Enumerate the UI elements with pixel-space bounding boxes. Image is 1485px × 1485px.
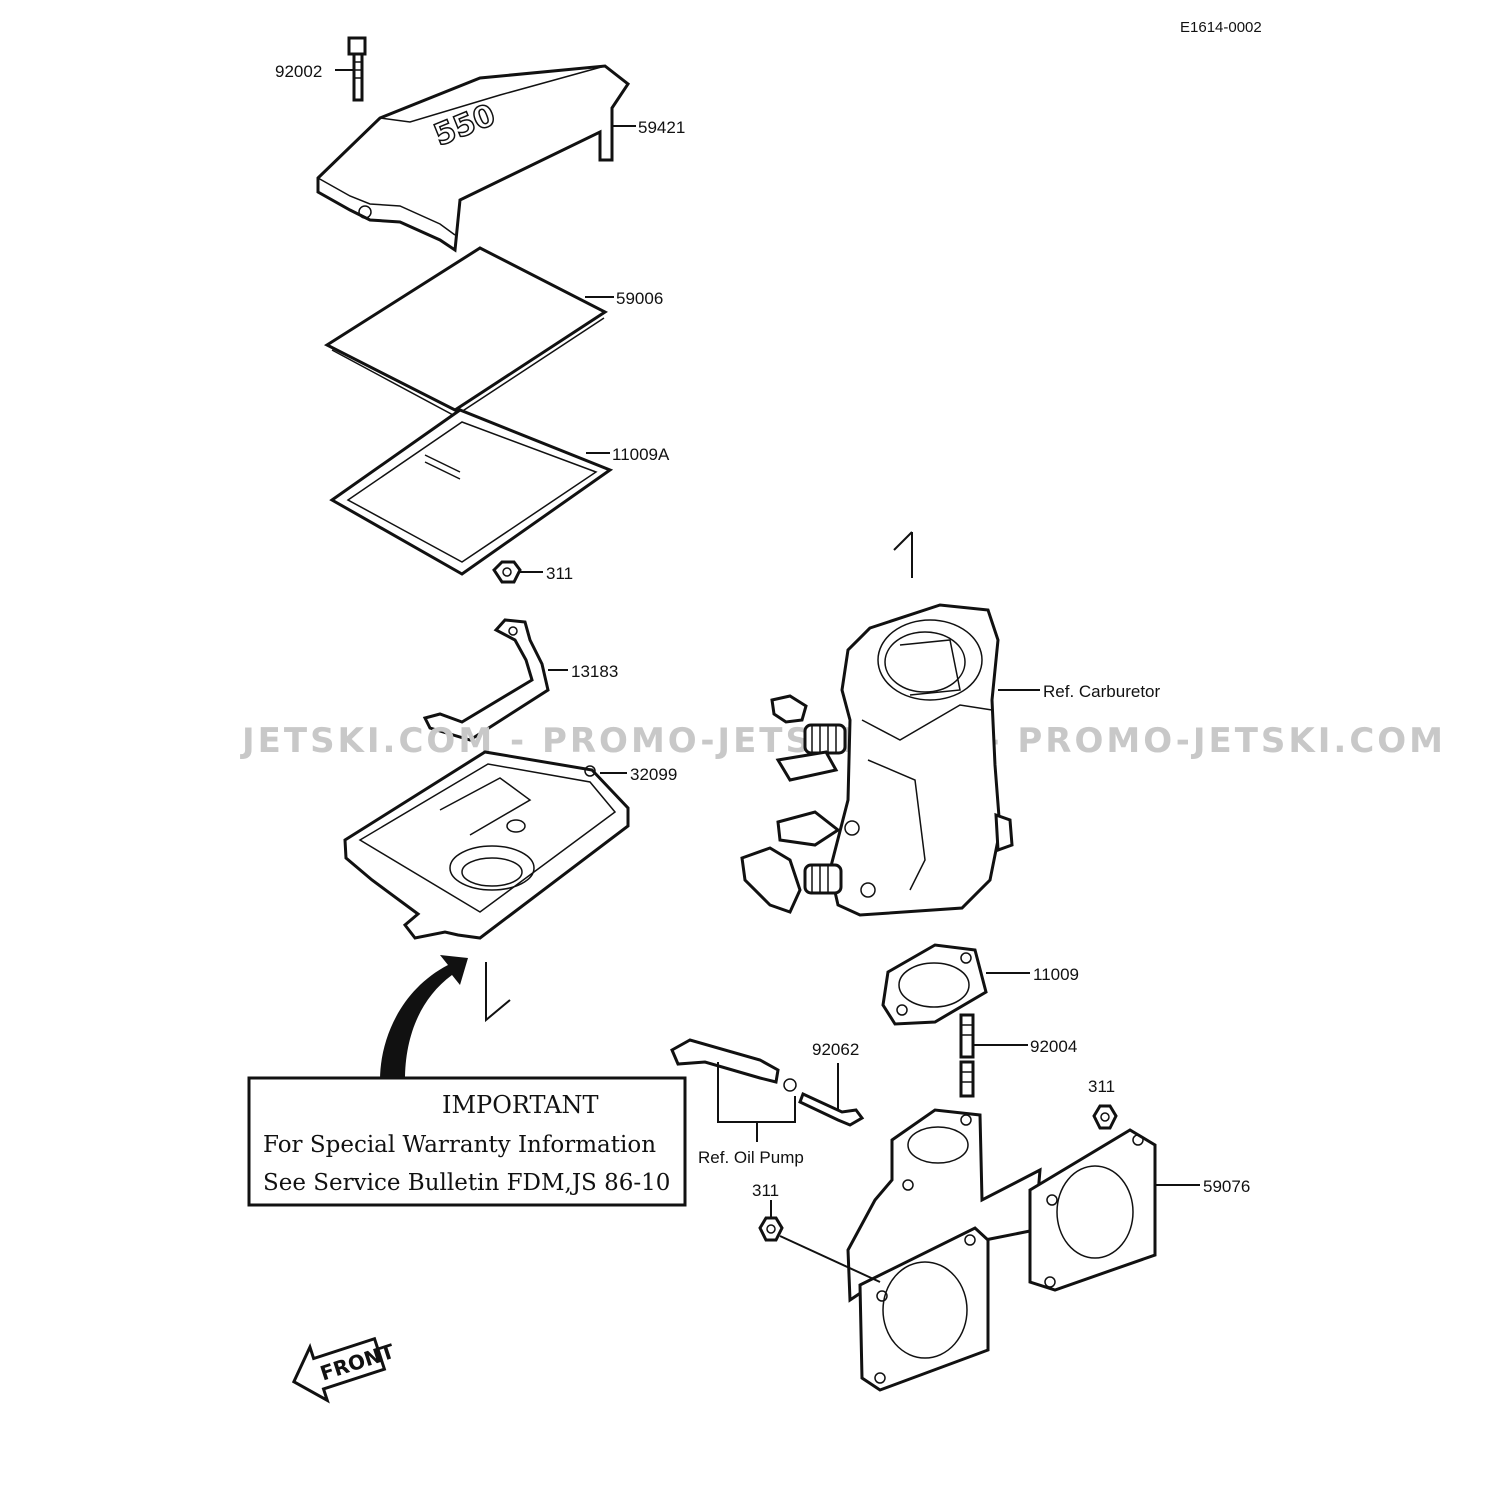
- filter-59006: [323, 246, 608, 417]
- label-59006: 59006: [616, 289, 663, 308]
- label-311-right: 311: [1088, 1077, 1115, 1096]
- label-92002: 92002: [275, 62, 322, 81]
- label-311-bottom: 311: [752, 1181, 779, 1200]
- nut-311-right: [1092, 1104, 1118, 1130]
- label-311-top: 311: [546, 564, 573, 583]
- arrow-icon: [380, 955, 468, 1080]
- label-11009A: 11009A: [612, 445, 670, 464]
- nut-311-bottom: [758, 1216, 784, 1242]
- assembly-mark-bottom: [485, 962, 511, 1023]
- label-59076: 59076: [1203, 1177, 1250, 1196]
- label-ref-carburetor: Ref. Carburetor: [1043, 682, 1160, 701]
- stud-92004: [959, 1013, 975, 1098]
- label-92004: 92004: [1030, 1037, 1077, 1056]
- gasket-11009A: [329, 408, 614, 576]
- front-direction-arrow: FRONT: [291, 1336, 398, 1404]
- bracket-13183: [422, 618, 550, 742]
- front-arrow-icon: [291, 1336, 387, 1404]
- carburetor-ref: [740, 603, 1014, 917]
- label-59421: 59421: [638, 118, 685, 137]
- cover-59421: 550: [316, 64, 631, 253]
- assembly-mark-top: [893, 531, 913, 578]
- label-92062: 92062: [812, 1040, 859, 1059]
- nipple-92062: [798, 1091, 865, 1127]
- notice-line-2: See Service Bulletin FDM,JS 86-10: [263, 1170, 670, 1196]
- notice-title: IMPORTANT: [442, 1091, 599, 1119]
- bolt-92002: [347, 36, 367, 102]
- important-notice: IMPORTANT For Special Warranty Informati…: [247, 1076, 687, 1207]
- leader-ref-oil-pump: [717, 1062, 796, 1142]
- label-13183: 13183: [571, 662, 618, 681]
- drawing-code: E1614-0002: [1180, 19, 1262, 36]
- label-32099: 32099: [630, 765, 677, 784]
- label-11009: 11009: [1033, 965, 1079, 984]
- gasket-11009: [881, 943, 988, 1026]
- leader-311-bottom: [779, 1235, 881, 1283]
- base-32099: [343, 750, 630, 940]
- label-ref-oil-pump: Ref. Oil Pump: [698, 1148, 804, 1167]
- notice-line-1: For Special Warranty Information: [263, 1132, 656, 1158]
- manifold-59076: [846, 1108, 1157, 1392]
- notice-box: [247, 1076, 687, 1207]
- nut-311-top: [492, 560, 522, 584]
- oil-pump-hose-ref: [670, 1038, 797, 1092]
